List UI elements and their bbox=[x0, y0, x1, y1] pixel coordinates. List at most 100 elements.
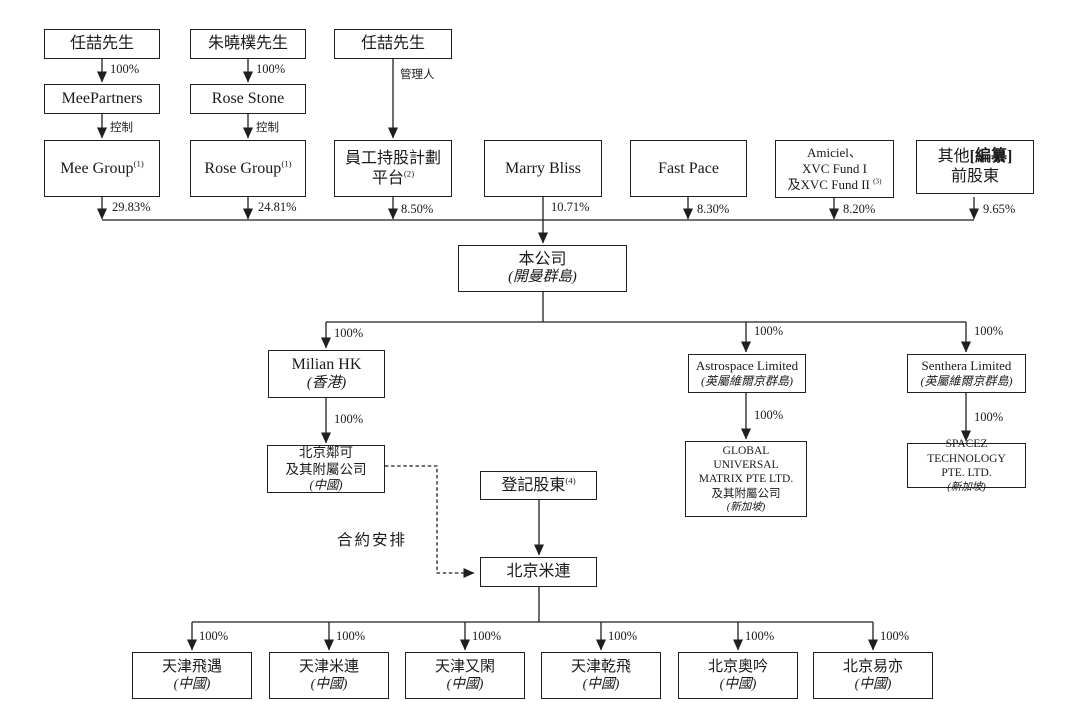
edge-label-shareholding-pct: 29.83% bbox=[112, 200, 151, 214]
node-other-former-shareholders: 其他[編纂] 前股東 bbox=[916, 140, 1034, 194]
node-jurisdiction: (中國) bbox=[310, 676, 348, 692]
node-jurisdiction: (中國) bbox=[173, 676, 211, 692]
node-mr-ren-zhe-1: 任喆先生 bbox=[44, 29, 160, 59]
edge-label-ownership-pct: 100% bbox=[745, 629, 775, 643]
node-label: 北京易亦 bbox=[842, 658, 903, 675]
node-meepartners: MeePartners bbox=[44, 84, 160, 114]
edge-label-ownership-pct: 100% bbox=[974, 324, 1004, 338]
node-beijing-aoyin: 北京奧吟 (中國) bbox=[678, 652, 798, 699]
node-label: 北京鄰可 bbox=[299, 445, 353, 461]
node-mee-group: Mee Group(1) bbox=[44, 140, 160, 197]
node-label: Amiciel、 bbox=[807, 144, 862, 160]
node-label: 天津又閑 bbox=[434, 658, 495, 675]
node-label: 天津飛遇 bbox=[161, 658, 222, 675]
node-label: Rose Stone bbox=[211, 90, 285, 108]
edge-label-ownership-pct: 100% bbox=[336, 629, 366, 643]
node-milian-hk: Milian HK (香港) bbox=[268, 350, 385, 398]
edge-label-ownership-pct: 100% bbox=[880, 629, 910, 643]
node-tianjin-youxian: 天津又閑 (中國) bbox=[405, 652, 525, 699]
edge-label-ownership-pct: 100% bbox=[974, 410, 1004, 424]
edge-label-shareholding-pct: 9.65% bbox=[983, 202, 1016, 216]
node-mr-zhu-xiaopu: 朱曉樸先生 bbox=[190, 29, 306, 59]
node-label: 任喆先生 bbox=[69, 35, 134, 53]
edge-label-ownership-pct: 100% bbox=[472, 629, 502, 643]
edge-label-shareholding-pct: 8.30% bbox=[697, 202, 730, 216]
node-label: 前股東 bbox=[950, 168, 999, 185]
edge-label-ownership-pct: 100% bbox=[754, 324, 784, 338]
edge-label-ownership-pct: 100% bbox=[256, 62, 286, 76]
node-label: XVC Fund I bbox=[801, 160, 867, 176]
node-beijing-yiyi: 北京易亦 (中國) bbox=[813, 652, 933, 699]
node-marry-bliss: Marry Bliss bbox=[484, 140, 602, 197]
node-label: 及其附屬公司 bbox=[285, 461, 367, 477]
node-label: 其他[編纂] bbox=[937, 148, 1013, 166]
node-label: 登記股東(4) bbox=[501, 475, 576, 494]
node-jurisdiction: (中國) bbox=[309, 477, 343, 492]
node-jurisdiction: (開曼群島) bbox=[508, 269, 577, 286]
node-label: 天津乾飛 bbox=[570, 658, 631, 675]
node-registered-shareholders: 登記股東(4) bbox=[480, 471, 597, 500]
node-label: 員工持股計劃 bbox=[344, 149, 441, 167]
node-label: Mee Group(1) bbox=[60, 158, 144, 177]
node-label: Milian HK bbox=[291, 356, 362, 374]
node-tianjin-feiyu: 天津飛遇 (中國) bbox=[132, 652, 252, 699]
node-label: Marry Bliss bbox=[505, 159, 581, 177]
edge-label-shareholding-pct: 24.81% bbox=[258, 200, 297, 214]
node-jurisdiction: (中國) bbox=[854, 676, 892, 692]
node-amiciel-xvc-funds: Amiciel、 XVC Fund I 及XVC Fund II (3) bbox=[775, 140, 894, 198]
node-jurisdiction: (香港) bbox=[306, 374, 347, 391]
node-rose-group: Rose Group(1) bbox=[190, 140, 306, 197]
node-esop-platform: 員工持股計劃 平台(2) bbox=[334, 140, 452, 197]
node-label: 任喆先生 bbox=[360, 35, 425, 53]
node-label: Fast Pace bbox=[658, 159, 719, 177]
edge-label-control: 控制 bbox=[110, 122, 133, 134]
contractual-arrangement-dashed-arrow bbox=[385, 465, 475, 578]
edge-label-control: 控制 bbox=[256, 122, 279, 134]
node-label: Astrospace Limited bbox=[695, 357, 799, 373]
node-jurisdiction: (中國) bbox=[719, 676, 757, 692]
node-label: 及XVC Fund II (3) bbox=[787, 177, 882, 193]
node-fast-pace: Fast Pace bbox=[630, 140, 747, 197]
node-jurisdiction: (中國) bbox=[582, 676, 620, 692]
node-label: 本公司 bbox=[518, 250, 567, 268]
node-label: 北京奧吟 bbox=[707, 658, 768, 675]
node-label: Senthera Limited bbox=[921, 357, 1012, 373]
node-label: 朱曉樸先生 bbox=[207, 35, 288, 53]
edge-label-ownership-pct: 100% bbox=[754, 408, 784, 422]
node-astrospace-limited: Astrospace Limited (英屬維爾京群島) bbox=[688, 354, 806, 393]
node-rose-stone: Rose Stone bbox=[190, 84, 306, 114]
edge-label-ownership-pct: 100% bbox=[110, 62, 140, 76]
node-beijing-milian: 北京米連 bbox=[480, 557, 597, 587]
edge-label-ownership-pct: 100% bbox=[334, 412, 364, 426]
edge-label-shareholding-pct: 8.20% bbox=[843, 202, 876, 216]
node-label: GLOBAL bbox=[722, 444, 770, 457]
edge-label-manager: 管理人 bbox=[400, 69, 435, 81]
node-jurisdiction: (中國) bbox=[446, 676, 484, 692]
node-label: 天津米連 bbox=[298, 658, 359, 675]
node-jurisdiction: (新加坡) bbox=[947, 481, 986, 493]
node-jurisdiction: (英屬維爾京群島) bbox=[701, 374, 793, 389]
node-label: SPACEZ TECHNOLOGY bbox=[927, 438, 1006, 465]
node-senthera-limited: Senthera Limited (英屬維爾京群島) bbox=[907, 354, 1026, 393]
edge-label-ownership-pct: 100% bbox=[199, 629, 229, 643]
node-spacez-technology: SPACEZ TECHNOLOGY PTE. LTD. (新加坡) bbox=[907, 438, 1026, 493]
node-label: MeePartners bbox=[61, 90, 143, 108]
edge-label-ownership-pct: 100% bbox=[608, 629, 638, 643]
node-beijing-linke-and-subsidiaries: 北京鄰可 及其附屬公司 (中國) bbox=[267, 445, 385, 493]
node-tianjin-qianfei: 天津乾飛 (中國) bbox=[541, 652, 661, 699]
node-label: 及其附屬公司 bbox=[711, 487, 781, 500]
node-label: 平台(2) bbox=[371, 168, 415, 187]
node-mr-ren-zhe-2: 任喆先生 bbox=[334, 29, 452, 59]
node-jurisdiction: (新加坡) bbox=[726, 502, 766, 514]
edge-label-contractual-arrangements: 合約安排 bbox=[337, 532, 408, 549]
node-jurisdiction: (英屬維爾京群島) bbox=[920, 374, 1013, 389]
node-the-company: 本公司 (開曼群島) bbox=[458, 245, 627, 292]
edge-label-ownership-pct: 100% bbox=[334, 326, 364, 340]
node-label: MATRIX PTE LTD. bbox=[698, 473, 794, 486]
edge-label-shareholding-pct: 10.71% bbox=[551, 200, 590, 214]
node-label: Rose Group(1) bbox=[204, 158, 292, 177]
node-label: PTE. LTD. bbox=[941, 467, 992, 480]
node-label: 北京米連 bbox=[506, 563, 571, 581]
node-tianjin-milian: 天津米連 (中國) bbox=[269, 652, 389, 699]
